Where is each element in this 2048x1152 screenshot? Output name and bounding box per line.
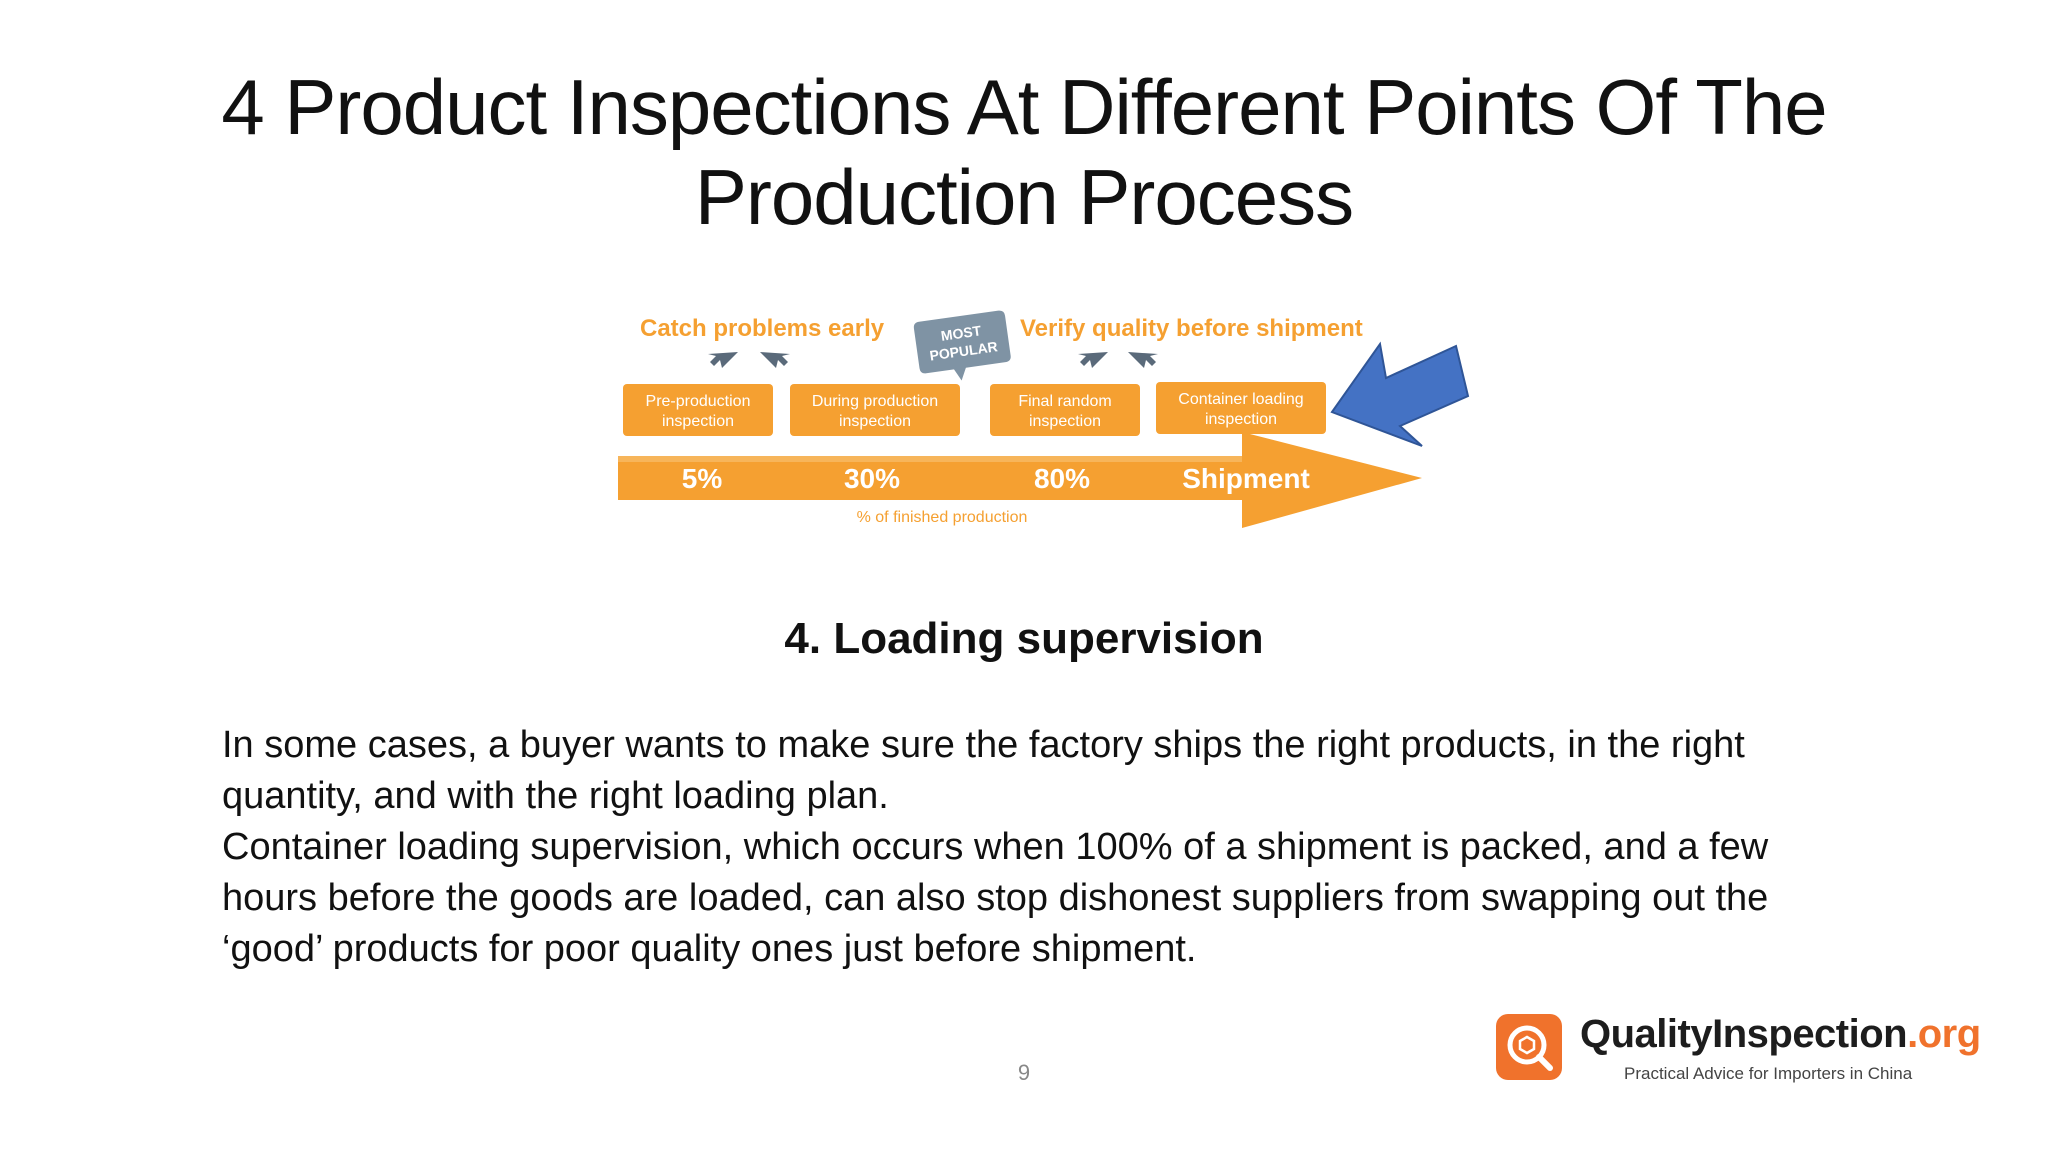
box-pre-production-line2: inspection bbox=[662, 413, 734, 430]
qualityinspection-logo: QualityInspection.org Practical Advice f… bbox=[1496, 1012, 1996, 1104]
inspection-box-final-random: Final random inspection bbox=[990, 384, 1140, 436]
body-paragraph-2: Container loading supervision, which occ… bbox=[222, 826, 1769, 970]
stage-80-percent: 80% bbox=[1034, 463, 1090, 494]
box-final-random-line1: Final random bbox=[1018, 393, 1111, 410]
stage-shipment: Shipment bbox=[1182, 463, 1310, 494]
pointer-arrow-3 bbox=[1078, 352, 1108, 368]
logo-name-tld: .org bbox=[1907, 1012, 1981, 1056]
inspection-box-container-loading: Container loading inspection bbox=[1156, 382, 1326, 434]
badge-line-most: MOST bbox=[940, 322, 983, 344]
highlight-blue-arrow bbox=[1330, 341, 1470, 447]
pointer-arrow-2 bbox=[760, 352, 790, 368]
logo-magnifier-icon bbox=[1496, 1014, 1562, 1080]
box-container-loading-line1: Container loading bbox=[1178, 391, 1303, 408]
body-text: In some cases, a buyer wants to make sur… bbox=[222, 720, 1862, 975]
inspection-timeline-diagram: Catch problems early Verify quality befo… bbox=[610, 300, 1470, 540]
box-container-loading-line2: inspection bbox=[1205, 411, 1277, 428]
logo-name: QualityInspection.org bbox=[1580, 1012, 1981, 1057]
most-popular-badge: MOST POPULAR bbox=[913, 310, 1011, 381]
axis-note: % of finished production bbox=[857, 509, 1028, 526]
inspection-box-pre-production: Pre-production inspection bbox=[623, 384, 773, 436]
timeline-arrow bbox=[618, 432, 1422, 528]
stage-5-percent: 5% bbox=[682, 463, 723, 494]
body-paragraph-1: In some cases, a buyer wants to make sur… bbox=[222, 724, 1745, 817]
logo-tagline: Practical Advice for Importers in China bbox=[1624, 1064, 1913, 1083]
pointer-arrow-4 bbox=[1128, 352, 1158, 368]
logo-name-main: QualityInspection bbox=[1580, 1012, 1908, 1056]
inspection-box-during-production: During production inspection bbox=[790, 384, 960, 436]
pointer-arrows bbox=[708, 352, 1158, 368]
slide-title: 4 Product Inspections At Different Point… bbox=[221, 63, 1827, 241]
page-number: 9 bbox=[1017, 1060, 1031, 1085]
box-during-production-line2: inspection bbox=[839, 413, 911, 430]
box-pre-production-line1: Pre-production bbox=[646, 393, 751, 410]
box-during-production-line1: During production bbox=[812, 393, 938, 410]
inspection-timeline-svg: Catch problems early Verify quality befo… bbox=[618, 310, 1470, 528]
pointer-arrow-1 bbox=[708, 352, 738, 368]
box-final-random-line2: inspection bbox=[1029, 413, 1101, 430]
caption-verify-quality: Verify quality before shipment bbox=[1020, 315, 1363, 342]
stage-30-percent: 30% bbox=[844, 463, 900, 494]
section-subheading: 4. Loading supervision bbox=[784, 614, 1264, 663]
caption-catch-problems: Catch problems early bbox=[640, 315, 885, 342]
